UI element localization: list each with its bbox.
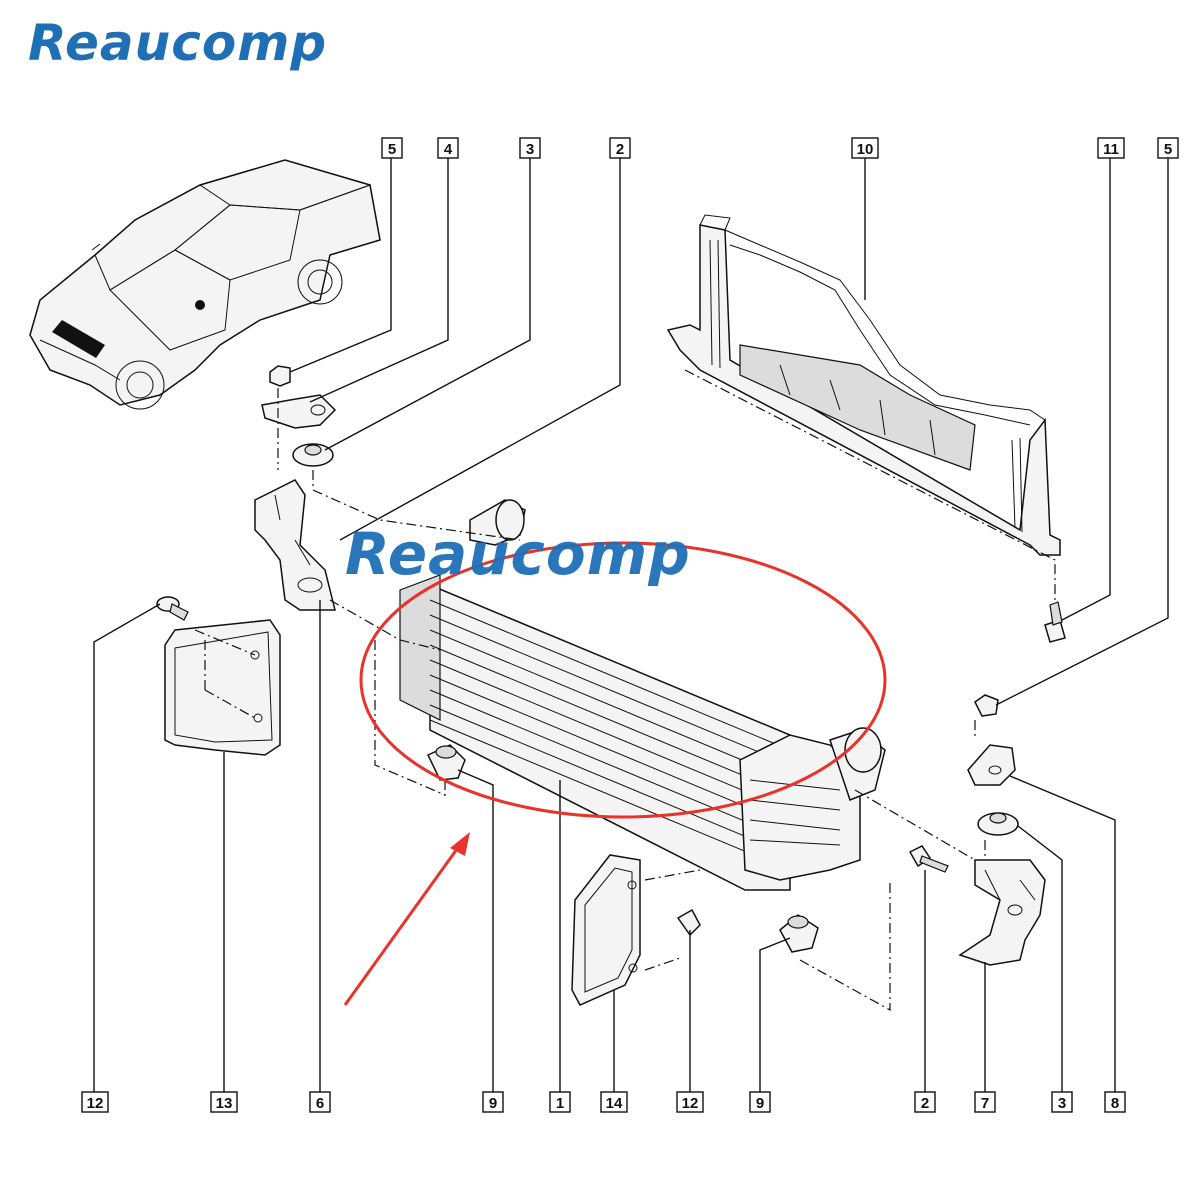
leader-lines — [93, 157, 1169, 1092]
svg-text:9: 9 — [756, 1095, 764, 1112]
right-bracket — [958, 859, 1046, 966]
callout: 4 — [437, 137, 459, 159]
assembly-lines — [194, 369, 1056, 1012]
brand-watermark: Reaucomp — [345, 520, 691, 588]
svg-text:5: 5 — [1164, 141, 1172, 158]
intercooler-core — [399, 499, 886, 891]
svg-text:2: 2 — [616, 141, 624, 158]
callout: 10 — [851, 137, 879, 159]
left-bracket — [254, 479, 336, 611]
svg-text:3: 3 — [1058, 1095, 1066, 1112]
callout: 2 — [914, 1091, 936, 1113]
callout: 12 — [81, 1091, 109, 1113]
svg-text:11: 11 — [1103, 141, 1119, 158]
callout: 14 — [600, 1091, 628, 1113]
brand-logo: Reaucomp — [28, 14, 328, 72]
highlight-ellipse — [359, 541, 887, 819]
callout: 3 — [519, 137, 541, 159]
svg-text:4: 4 — [444, 141, 453, 158]
hardware-parts — [156, 365, 1066, 953]
callout: 2 — [609, 137, 631, 159]
left-seal — [164, 619, 281, 756]
svg-text:5: 5 — [388, 141, 396, 158]
svg-text:6: 6 — [316, 1095, 324, 1112]
callout: 9 — [482, 1091, 504, 1113]
deflector-panel — [666, 214, 1061, 556]
callout: 12 — [676, 1091, 704, 1113]
svg-text:12: 12 — [682, 1095, 699, 1112]
svg-text:9: 9 — [489, 1095, 497, 1112]
callout: 8 — [1104, 1091, 1126, 1113]
callout: 11 — [1097, 137, 1125, 159]
svg-text:1: 1 — [556, 1095, 564, 1112]
callout: 3 — [1051, 1091, 1073, 1113]
svg-text:14: 14 — [606, 1095, 623, 1112]
svg-text:2: 2 — [921, 1095, 929, 1112]
callout: 1 — [549, 1091, 571, 1113]
callout: 5 — [1157, 137, 1179, 159]
svg-text:3: 3 — [526, 141, 534, 158]
callout: 9 — [749, 1091, 771, 1113]
callout: 6 — [309, 1091, 331, 1113]
svg-text:8: 8 — [1111, 1095, 1119, 1112]
right-seal — [571, 854, 641, 1006]
callout: 13 — [210, 1091, 238, 1113]
highlight-arrow — [343, 832, 470, 1006]
vehicle-illustration — [29, 159, 381, 410]
svg-text:7: 7 — [981, 1095, 989, 1112]
callout: 7 — [974, 1091, 996, 1113]
svg-text:10: 10 — [857, 141, 874, 158]
svg-text:12: 12 — [87, 1095, 104, 1112]
svg-text:13: 13 — [216, 1095, 233, 1112]
callout: 5 — [381, 137, 403, 159]
